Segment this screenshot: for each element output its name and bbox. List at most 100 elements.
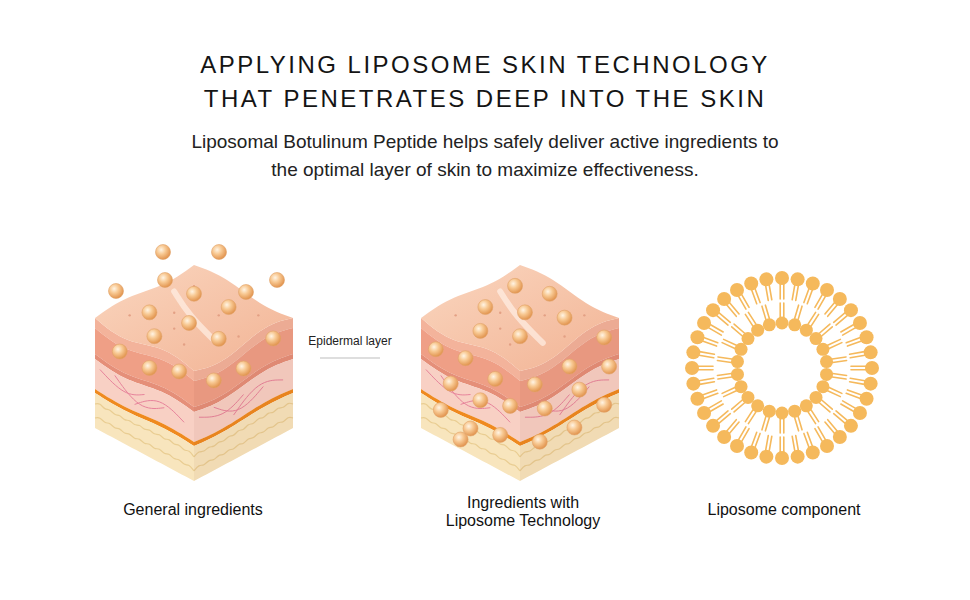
figure-caption: General ingredients bbox=[78, 500, 308, 520]
lipid-head bbox=[717, 430, 731, 444]
lipid-head bbox=[865, 361, 879, 375]
ingredient-particle bbox=[478, 300, 493, 315]
lipid-tail bbox=[851, 365, 866, 367]
ingredient-particle bbox=[211, 331, 226, 346]
lipid-head bbox=[706, 303, 720, 317]
lipid-tail bbox=[795, 417, 799, 430]
lipid-head bbox=[763, 318, 776, 331]
ingredient-particle bbox=[458, 351, 473, 366]
blood-vessel bbox=[100, 370, 145, 395]
ingredient-particle bbox=[109, 284, 124, 299]
lipid-tail bbox=[841, 404, 854, 412]
lipid-tail bbox=[745, 410, 753, 422]
lipid-tail bbox=[822, 327, 833, 336]
ingredient-particle bbox=[513, 329, 528, 344]
lipid-head bbox=[759, 450, 773, 464]
pore bbox=[218, 314, 220, 316]
lipid-head bbox=[775, 451, 789, 465]
lipid-head bbox=[844, 303, 858, 317]
skin-surface bbox=[421, 265, 619, 371]
lipid-tail bbox=[811, 410, 819, 422]
lipid-tail bbox=[719, 313, 730, 323]
lipid-head bbox=[741, 391, 754, 404]
lipid-tail bbox=[769, 436, 772, 451]
lipid-head bbox=[820, 439, 834, 453]
lipid-tail bbox=[769, 285, 772, 300]
ingredient-particle bbox=[493, 427, 508, 442]
ingredient-particle bbox=[236, 361, 251, 376]
lipid-head bbox=[731, 368, 744, 381]
fat-cells bbox=[421, 418, 520, 471]
lipid-head bbox=[730, 439, 744, 453]
surface-highlight bbox=[500, 292, 543, 343]
lipid-tail bbox=[796, 286, 799, 301]
lipid-tail bbox=[818, 427, 826, 440]
lipid-tail bbox=[752, 432, 757, 446]
lipid-head bbox=[820, 368, 833, 381]
lipid-tail bbox=[738, 296, 746, 309]
skin-cube bbox=[421, 265, 619, 481]
ingredient-particle bbox=[266, 331, 281, 346]
skin-surface bbox=[95, 265, 293, 371]
ingredient-particle bbox=[428, 342, 443, 357]
lipid-tail bbox=[755, 288, 760, 302]
lipid-tail bbox=[762, 306, 766, 319]
lipid-head bbox=[788, 318, 801, 331]
lipid-tail bbox=[717, 361, 731, 363]
ingredient-particle bbox=[172, 364, 187, 379]
lipid-head bbox=[806, 446, 820, 460]
lipid-head bbox=[788, 405, 801, 418]
lipid-head bbox=[791, 272, 805, 286]
figure-caption: Liposome component bbox=[669, 500, 899, 520]
lipid-tail bbox=[732, 400, 743, 409]
lipid-tail bbox=[808, 412, 816, 424]
ingredient-particle bbox=[517, 305, 532, 320]
lipid-tail bbox=[850, 352, 865, 355]
lipid-head bbox=[731, 355, 744, 368]
lipid-tail bbox=[832, 357, 846, 359]
lipid-tail bbox=[765, 417, 769, 430]
lipid-tail bbox=[783, 437, 785, 452]
lipid-tail bbox=[734, 324, 745, 333]
lipid-tail bbox=[699, 355, 714, 358]
lipid-tail bbox=[819, 324, 830, 333]
lipid-tail bbox=[847, 341, 861, 346]
ingredient-particle bbox=[147, 329, 162, 344]
lipid-tail bbox=[792, 285, 795, 300]
lipid-tail bbox=[792, 436, 795, 451]
lipid-tail bbox=[808, 312, 816, 324]
lipid-tail bbox=[798, 306, 802, 319]
lipid-tail bbox=[724, 339, 737, 345]
blood-vessel bbox=[135, 401, 185, 423]
ingredient-particle bbox=[433, 402, 448, 417]
ingredient-particle bbox=[206, 373, 221, 388]
leader-line bbox=[320, 358, 380, 359]
lipid-head bbox=[717, 292, 731, 306]
lipid-head bbox=[776, 407, 789, 420]
fat-cells bbox=[95, 404, 194, 457]
lipid-tail bbox=[819, 403, 830, 412]
ingredient-particle bbox=[212, 245, 227, 260]
lipid-head bbox=[816, 343, 829, 356]
pore bbox=[583, 314, 585, 316]
pore bbox=[454, 314, 456, 316]
lipid-tail bbox=[783, 284, 785, 299]
lipid-head bbox=[690, 392, 704, 406]
lipid-tail bbox=[850, 378, 865, 381]
lipid-tail bbox=[710, 404, 723, 412]
ingredient-particle bbox=[567, 420, 582, 435]
lipid-tail bbox=[704, 338, 718, 343]
lipid-head bbox=[735, 380, 748, 393]
figure-caption: Ingredients with Liposome Technology bbox=[433, 494, 613, 530]
lipid-head bbox=[833, 292, 847, 306]
lipid-tail bbox=[698, 369, 713, 371]
lipid-tail bbox=[834, 414, 845, 424]
ingredient-particle bbox=[503, 398, 518, 413]
lipid-tail bbox=[742, 429, 750, 442]
pore bbox=[509, 343, 511, 345]
layer-label: Epidermal layer bbox=[295, 334, 405, 349]
blood-vessel bbox=[441, 375, 491, 408]
lipid-tail bbox=[783, 303, 785, 317]
lipid-tail bbox=[846, 393, 860, 398]
